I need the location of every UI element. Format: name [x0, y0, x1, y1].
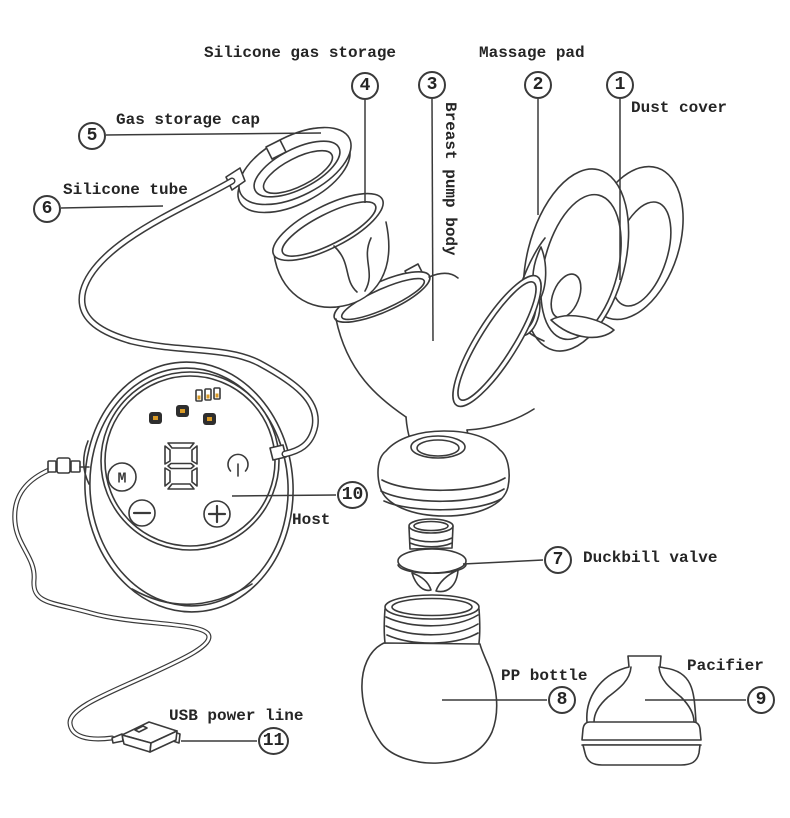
pacifier-drawing — [582, 656, 701, 765]
part-number-pacifier: 9 — [747, 686, 775, 714]
silicone-gas-storage-drawing — [264, 181, 392, 308]
leader-line-10 — [232, 495, 336, 496]
part-number-duckbill-valve: 7 — [544, 546, 572, 574]
plus-button — [204, 501, 230, 527]
label-silicone-tube: Silicone tube — [63, 181, 188, 199]
leader-line-3 — [432, 99, 433, 341]
label-pp-bottle: PP bottle — [501, 667, 588, 685]
power-button — [228, 454, 248, 476]
mode-icons — [149, 405, 216, 425]
silicone-tube-drawing — [82, 181, 316, 460]
minus-button — [129, 500, 155, 526]
label-host: Host — [292, 511, 331, 529]
label-breast-pump-body: Breast pump body — [441, 102, 459, 256]
label-silicone-gas-storage: Silicone gas storage — [204, 44, 397, 62]
part-number-dust-cover: 1 — [606, 71, 634, 99]
leader-lines — [61, 99, 746, 741]
label-duckbill-valve: Duckbill valve — [583, 549, 718, 567]
part-number-silicone-gas-storage: 4 — [351, 72, 379, 100]
duckbill-valve-drawing — [398, 519, 466, 592]
display-digit — [165, 443, 197, 489]
pp-bottle-drawing — [362, 595, 497, 763]
battery-indicator — [196, 388, 220, 401]
part-number-usb-power-line: 11 — [258, 727, 289, 755]
usb-power-line-drawing — [15, 458, 209, 752]
label-usb-power-line: USB power line — [169, 707, 304, 725]
gas-storage-cap-drawing — [226, 112, 363, 229]
mode-button-label: M — [117, 471, 126, 488]
part-number-pp-bottle: 8 — [548, 686, 576, 714]
mode-button: M — [108, 463, 136, 491]
part-number-silicone-tube: 6 — [33, 195, 61, 223]
part-number-breast-pump-body: 3 — [418, 71, 446, 99]
label-gas-storage-cap: Gas storage cap — [116, 111, 261, 129]
label-pacifier: Pacifier — [687, 657, 764, 675]
host-drawing: M — [77, 355, 302, 619]
dc-plug — [48, 458, 89, 473]
part-number-host: 10 — [337, 481, 368, 509]
leader-line-7 — [463, 560, 543, 564]
label-dust-cover: Dust cover — [631, 99, 728, 117]
leader-line-6 — [61, 206, 163, 208]
breast-pump-body-drawing — [328, 262, 555, 516]
label-massage-pad: Massage pad — [479, 44, 585, 62]
part-number-massage-pad: 2 — [524, 71, 552, 99]
usb-connector — [112, 722, 180, 752]
leader-line-5 — [106, 133, 321, 135]
part-number-gas-storage-cap: 5 — [78, 122, 106, 150]
